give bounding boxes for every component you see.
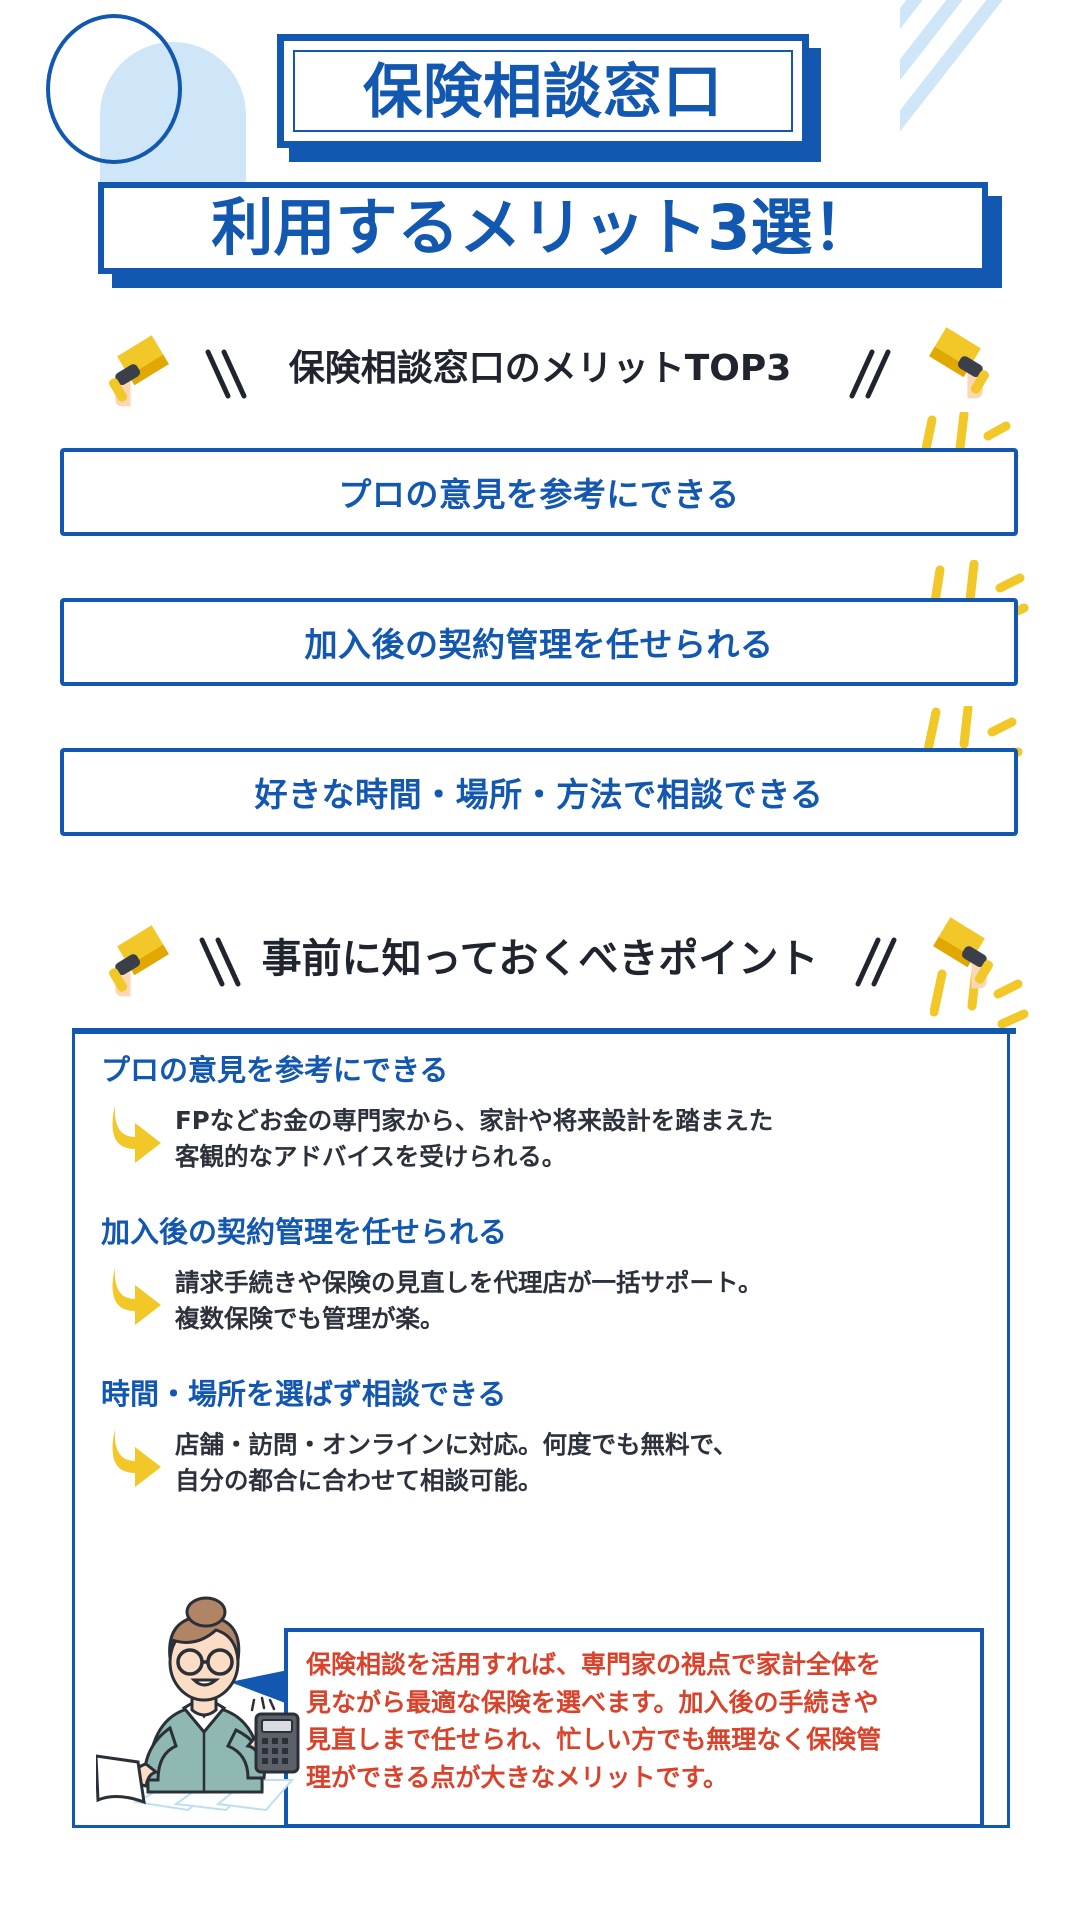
detail-item-2: 加入後の契約管理を任せられる 請求手続きや保険の見直しを代理店が一括サポート。 …: [101, 1215, 763, 1338]
callout-pointer: [230, 1670, 288, 1704]
section2-heading: 事前に知っておくべきポイント: [261, 936, 819, 982]
slash-marks-left-icon: [196, 934, 242, 994]
section1-heading: 保険相談窓口のメリットTOP3: [288, 348, 792, 389]
slash-marks-right-icon: [854, 934, 900, 994]
detail-item-1-description: FPなどお金の専門家から、家計や将来設計を踏まえた 客観的なアドバイスを受けられ…: [175, 1105, 774, 1172]
merit-bar-1-label: プロの意見を参考にできる: [338, 475, 740, 514]
title-box: 保険相談窓口: [277, 34, 809, 148]
merit-bar-2-label: 加入後の契約管理を任せられる: [304, 625, 774, 664]
detail-item-3: 時間・場所を選ばず相談できる 店舗・訪問・オンラインに対応。何度でも無料で、 自…: [101, 1377, 738, 1500]
subtitle-box: 利用するメリット3選！: [98, 182, 988, 274]
detail-item-2-description: 請求手続きや保険の見直しを代理店が一括サポート。 複数保険でも管理が楽。: [175, 1267, 763, 1334]
detail-item-1: プロの意見を参考にできる FPなどお金の専門家から、家計や将来設計を踏まえた 客…: [101, 1053, 773, 1176]
curved-arrow-icon: [101, 1263, 167, 1329]
main-title: 保険相談窓口: [277, 34, 821, 162]
slash-marks-left-icon: [202, 346, 248, 406]
detail-item-2-body: 請求手続きや保険の見直しを代理店が一括サポート。 複数保険でも管理が楽。: [101, 1261, 763, 1338]
merit-bar-3-label: 好きな時間・場所・方法で相談できる: [254, 775, 824, 814]
detail-item-1-title: プロの意見を参考にできる: [101, 1053, 449, 1087]
summary-callout: 保険相談を活用すれば、専門家の視点で家計全体を 見ながら最適な保険を選べます。加…: [230, 1628, 984, 1828]
woman-with-calculator-illustration: [96, 1596, 311, 1836]
page-title: 保険相談窓口: [362, 56, 723, 126]
main-subtitle: 利用するメリット3選！: [98, 182, 1002, 288]
section1-heading-row: 保険相談窓口のメリットTOP3: [0, 310, 1080, 420]
merit-bar-3[interactable]: 好きな時間・場所・方法で相談できる: [60, 748, 1018, 836]
curved-arrow-icon: [101, 1425, 167, 1491]
megaphone-icon: [96, 908, 192, 1004]
megaphone-icon: [96, 318, 192, 414]
decor-circle-outline: [46, 14, 182, 164]
detail-item-3-title: 時間・場所を選ばず相談できる: [101, 1377, 507, 1411]
detail-item-2-title: 加入後の契約管理を任せられる: [101, 1215, 508, 1249]
megaphone-icon: [910, 900, 1006, 996]
detail-item-1-body: FPなどお金の専門家から、家計や将来設計を踏まえた 客観的なアドバイスを受けられ…: [101, 1099, 773, 1176]
megaphone-icon: [906, 310, 1002, 406]
slash-marks-right-icon: [848, 346, 894, 406]
title-inner-border: 保険相談窓口: [293, 50, 793, 132]
summary-text: 保険相談を活用すれば、専門家の視点で家計全体を 見ながら最適な保険を選べます。加…: [306, 1650, 882, 1792]
merit-bar-2[interactable]: 加入後の契約管理を任せられる: [60, 598, 1018, 686]
curved-arrow-icon: [101, 1101, 167, 1167]
section2-heading-row: 事前に知っておくべきポイント: [0, 900, 1080, 1010]
detail-item-3-body: 店舗・訪問・オンラインに対応。何度でも無料で、 自分の都合に合わせて相談可能。: [101, 1423, 738, 1500]
panel-top-accent: [72, 1028, 1016, 1034]
decor-stripes-top-right: [900, 0, 1080, 190]
decor-stripes-left-4: [0, 1180, 70, 1340]
detail-item-3-description: 店舗・訪問・オンラインに対応。何度でも無料で、 自分の都合に合わせて相談可能。: [175, 1429, 738, 1496]
merit-bar-1[interactable]: プロの意見を参考にできる: [60, 448, 1018, 536]
page-subtitle: 利用するメリット3選！: [211, 191, 875, 264]
